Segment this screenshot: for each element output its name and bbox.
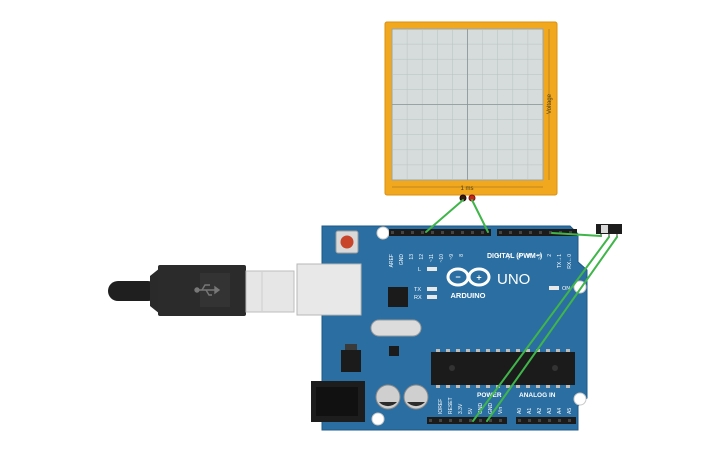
arduino-brand-label: ARDUINO <box>451 291 486 300</box>
oscilloscope-y-label: Voltage <box>547 93 553 114</box>
capacitor <box>375 384 401 410</box>
capacitor <box>403 384 429 410</box>
analog-pin-label: A2 <box>537 408 543 414</box>
led-l <box>427 267 437 271</box>
arduino-uno-board[interactable]: L TX RX ON − + ARDUINO UNO AREF GND 13 12 ~1… <box>296 225 588 431</box>
usb-cable-wire <box>108 281 158 301</box>
digital-pin-label: 4 <box>527 254 533 257</box>
wire-pin2-to-switch[interactable] <box>551 232 602 237</box>
power-header <box>427 417 507 424</box>
oscilloscope-x-label: 1 ms <box>460 186 473 192</box>
analog-header-label: ANALOG IN <box>519 392 556 399</box>
svg-text:−: − <box>455 272 460 282</box>
power-pin-label: 5V <box>468 407 474 414</box>
on-label: ON <box>562 286 570 292</box>
digital-pin-label: ~3 <box>537 254 543 260</box>
power-pin-label: GND <box>488 403 494 415</box>
digital-pin-label: 7 <box>497 254 503 257</box>
digital-pin-label: RX←0 <box>567 254 573 269</box>
power-header-label: POWER <box>477 392 502 399</box>
voltage-regulator <box>341 350 361 372</box>
crystal-oscillator <box>370 319 422 337</box>
power-pin-label: Vin <box>498 407 504 414</box>
power-pin-label: 3.3V <box>458 403 464 414</box>
analog-pin-label: A5 <box>567 408 573 414</box>
digital-pin-label: ~9 <box>449 254 455 260</box>
analog-pin-label: A0 <box>517 408 523 414</box>
analog-pin-label: A4 <box>557 408 563 414</box>
usb-controller-chip <box>388 287 408 307</box>
wire-scope-negative-to-gnd[interactable] <box>425 199 464 233</box>
digital-pin-label: 8 <box>459 254 465 257</box>
digital-header-right <box>497 229 577 236</box>
wire-scope-positive-to-pin9[interactable] <box>471 199 489 233</box>
digital-pin-label: AREF <box>389 254 395 267</box>
digital-pin-label: ~5 <box>517 254 523 260</box>
led-rx-label: RX <box>414 295 422 301</box>
digital-pin-label: GND <box>399 254 405 266</box>
svg-text:+: + <box>476 273 481 283</box>
digital-pin-label: ~11 <box>429 254 435 262</box>
usb-cable[interactable] <box>108 265 295 316</box>
analog-header <box>516 417 576 424</box>
digital-pin-label: ~6 <box>507 254 513 260</box>
analog-pin-label: A3 <box>547 408 553 414</box>
led-on <box>549 286 559 290</box>
oscilloscope[interactable]: 1 ms Voltage <box>384 21 558 202</box>
mounting-hole <box>371 412 385 426</box>
wire-switch-to-5v[interactable] <box>472 236 610 422</box>
digital-header-left <box>389 229 491 236</box>
slide-switch-knob[interactable] <box>601 225 608 233</box>
usb-b-jack <box>296 263 362 316</box>
power-pin-label: RESET <box>448 397 454 414</box>
analog-pin-label: A1 <box>527 408 533 414</box>
digital-header-label: DIGITAL (PWM~) <box>487 253 542 260</box>
digital-pin-label: TX→1 <box>557 254 563 268</box>
arduino-model-label: UNO <box>497 271 530 288</box>
digital-pin-label: ~10 <box>439 254 445 263</box>
digital-pin-label: 13 <box>409 254 415 260</box>
mounting-hole <box>573 392 587 406</box>
power-pin-label: GND <box>478 403 484 415</box>
power-pin-label: IOREF <box>438 399 444 414</box>
digital-pin-label: 12 <box>419 254 425 260</box>
wires[interactable] <box>425 199 618 422</box>
led-tx-label: TX <box>414 287 421 293</box>
arduino-infinity-logo <box>446 267 491 287</box>
led-l-label: L <box>418 267 421 273</box>
reset-button[interactable] <box>335 230 359 254</box>
digital-pin-label: 2 <box>547 254 553 257</box>
usb-symbol-icon <box>194 284 221 296</box>
mounting-hole <box>376 226 390 240</box>
wire-switch-to-gnd[interactable] <box>486 236 618 422</box>
usb-plug-metal <box>245 270 295 313</box>
led-rx <box>427 295 437 299</box>
led-tx <box>427 287 437 291</box>
